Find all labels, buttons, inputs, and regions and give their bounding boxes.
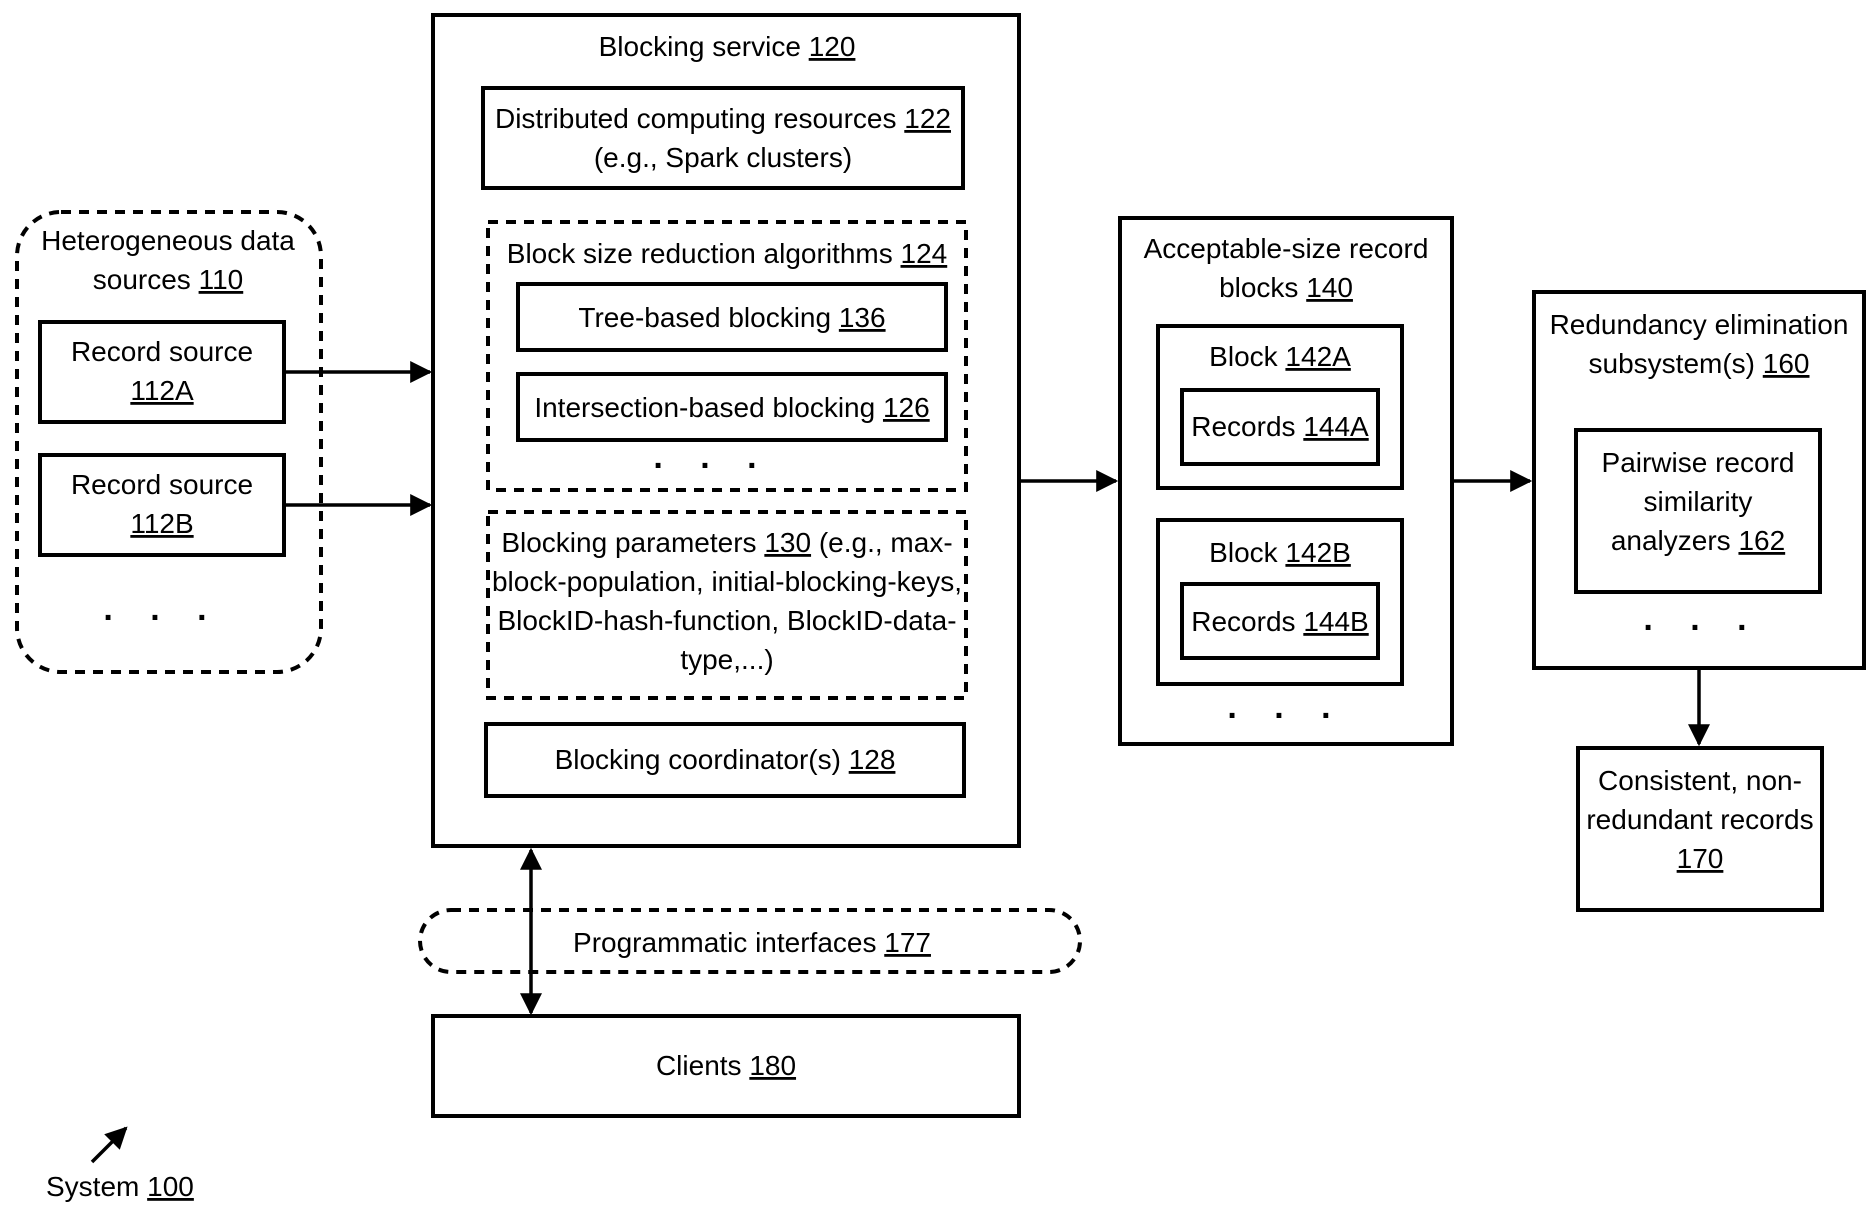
blocking-service-title: Blocking service 120 bbox=[599, 31, 856, 62]
consistent-line2: redundant records bbox=[1586, 804, 1813, 835]
system-label: System 100 bbox=[46, 1171, 194, 1202]
hetero-ellipsis: . . . bbox=[103, 590, 220, 628]
consistent-records-group: Consistent, non- redundant records 170 bbox=[1578, 748, 1822, 910]
block-142a-label: Block 142A bbox=[1209, 341, 1351, 372]
record-source-112a-label: Record source bbox=[71, 336, 253, 367]
reduction-ellipsis: . . . bbox=[653, 438, 770, 476]
blocking-parameters-line2: block-population, initial-blocking-keys, bbox=[492, 566, 962, 597]
programmatic-interfaces-label: Programmatic interfaces 177 bbox=[573, 927, 931, 958]
blocking-coordinator-label: Blocking coordinator(s) 128 bbox=[555, 744, 896, 775]
records-144b-label: Records 144B bbox=[1191, 606, 1368, 637]
programmatic-interfaces-group: Programmatic interfaces 177 bbox=[420, 910, 1080, 972]
consistent-ref: 170 bbox=[1677, 843, 1724, 874]
pairwise-line1: Pairwise record bbox=[1602, 447, 1795, 478]
blocks-ellipsis: . . . bbox=[1227, 688, 1344, 726]
pairwise-line2: similarity bbox=[1644, 486, 1753, 517]
redundancy-line2: subsystem(s) 160 bbox=[1589, 348, 1810, 379]
redundancy-line1: Redundancy elimination bbox=[1550, 309, 1849, 340]
distributed-computing-line2: (e.g., Spark clusters) bbox=[594, 142, 852, 173]
redundancy-group: Redundancy elimination subsystem(s) 160 … bbox=[1534, 292, 1864, 668]
record-source-112b-ref: 112B bbox=[130, 508, 193, 539]
hetero-title-line1: Heterogeneous data bbox=[41, 225, 295, 256]
acceptable-blocks-line2: blocks 140 bbox=[1219, 272, 1353, 303]
intersection-based-blocking-label: Intersection-based blocking 126 bbox=[534, 392, 929, 423]
records-144a-label: Records 144A bbox=[1191, 411, 1369, 442]
reduction-algorithms-title: Block size reduction algorithms 124 bbox=[507, 238, 947, 269]
redundancy-ellipsis: . . . bbox=[1643, 600, 1760, 638]
system-pointer-arrow bbox=[92, 1128, 126, 1162]
blocking-service-group: Blocking service 120 Distributed computi… bbox=[433, 15, 1019, 846]
pairwise-line3: analyzers 162 bbox=[1611, 525, 1785, 556]
heterogeneous-data-sources-group: Heterogeneous data sources 110 Record so… bbox=[17, 212, 321, 672]
blocking-parameters-line3: BlockID-hash-function, BlockID-data- bbox=[497, 605, 956, 636]
hetero-title-line2: sources 110 bbox=[93, 264, 243, 295]
distributed-computing-line1: Distributed computing resources 122 bbox=[495, 103, 951, 134]
tree-based-blocking-label: Tree-based blocking 136 bbox=[578, 302, 885, 333]
clients-label: Clients 180 bbox=[656, 1050, 796, 1081]
blocking-parameters-line4: type,...) bbox=[680, 644, 773, 675]
record-source-112b-label: Record source bbox=[71, 469, 253, 500]
consistent-line1: Consistent, non- bbox=[1598, 765, 1802, 796]
block-142b-label: Block 142B bbox=[1209, 537, 1351, 568]
acceptable-blocks-group: Acceptable-size record blocks 140 Block … bbox=[1120, 218, 1452, 744]
record-source-112a-ref: 112A bbox=[130, 375, 194, 406]
blocking-parameters-line1: Blocking parameters 130 (e.g., max- bbox=[501, 527, 952, 558]
acceptable-blocks-line1: Acceptable-size record bbox=[1144, 233, 1429, 264]
clients-group: Clients 180 bbox=[433, 1016, 1019, 1116]
